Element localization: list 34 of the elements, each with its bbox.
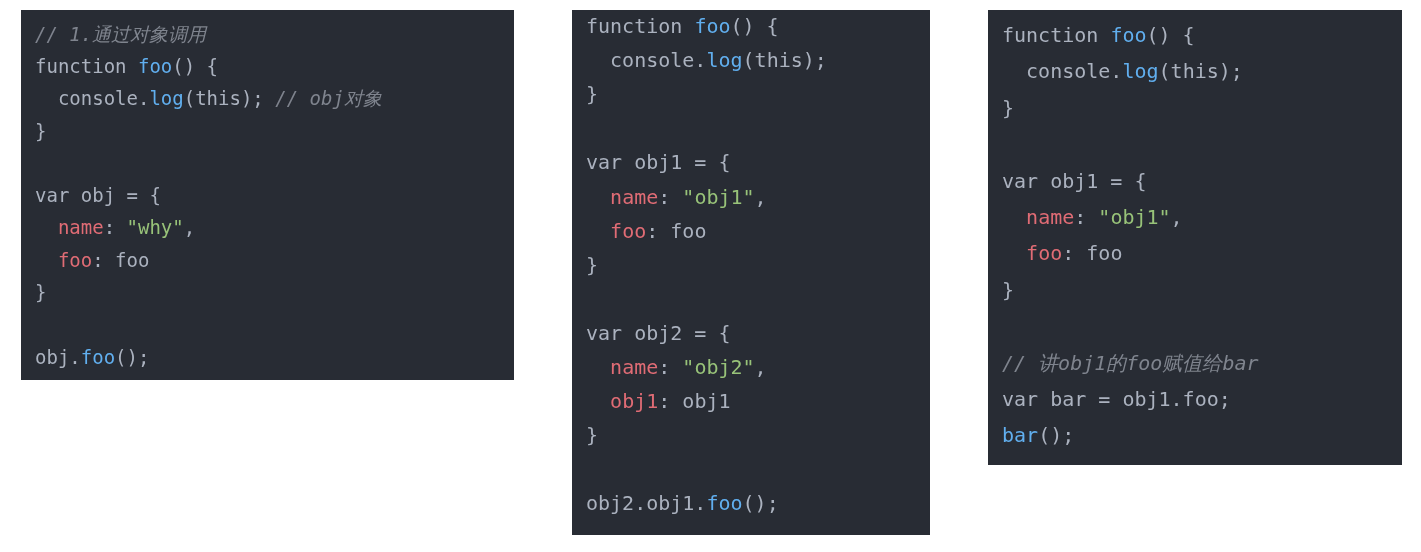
- code-line: function foo() {: [586, 14, 779, 38]
- code-line: }: [1002, 95, 1015, 120]
- code-line: name: "obj1",: [1025, 205, 1183, 229]
- code-panel: [572, 10, 930, 535]
- code-line: obj.foo();: [35, 345, 150, 369]
- code-line: obj2.obj1.foo();: [586, 491, 779, 516]
- code-line: console.log(this);: [609, 48, 827, 73]
- code-line: foo: foo: [56, 248, 150, 272]
- code-line: bar();: [1002, 423, 1075, 448]
- code-line: function foo() {: [1002, 23, 1195, 47]
- code-line: }: [35, 119, 47, 143]
- code-line: var obj = {: [35, 184, 161, 207]
- code-line: var obj2 = {: [586, 320, 731, 345]
- code-panel: [988, 10, 1402, 465]
- code-line: function foo() {: [35, 54, 219, 78]
- code-line: }: [1002, 277, 1015, 302]
- code-line: }: [35, 281, 47, 304]
- code-line: console.log(this); // obj对象: [56, 87, 382, 110]
- code-line: var obj1 = {: [1002, 168, 1147, 193]
- code-line: }: [586, 423, 599, 448]
- code-panel: [21, 10, 514, 380]
- code-line: // 1.通过对象调用: [35, 22, 207, 46]
- code-line: name: "why",: [56, 216, 196, 240]
- code-line: console.log(this);: [1025, 59, 1243, 84]
- code-line: obj1: obj1: [609, 389, 731, 414]
- code-line: // 讲obj1的foo赋值给bar: [1002, 350, 1259, 375]
- code-line: name: "obj1",: [609, 184, 767, 209]
- code-line: var bar = obj1.foo;: [1002, 387, 1231, 411]
- code-line: }: [586, 82, 599, 107]
- code-line: }: [586, 252, 599, 277]
- code-line: foo: foo: [1025, 241, 1123, 266]
- code-line: name: "obj2",: [609, 355, 767, 379]
- code-line: var obj1 = {: [586, 150, 731, 175]
- code-line: foo: foo: [609, 218, 707, 243]
